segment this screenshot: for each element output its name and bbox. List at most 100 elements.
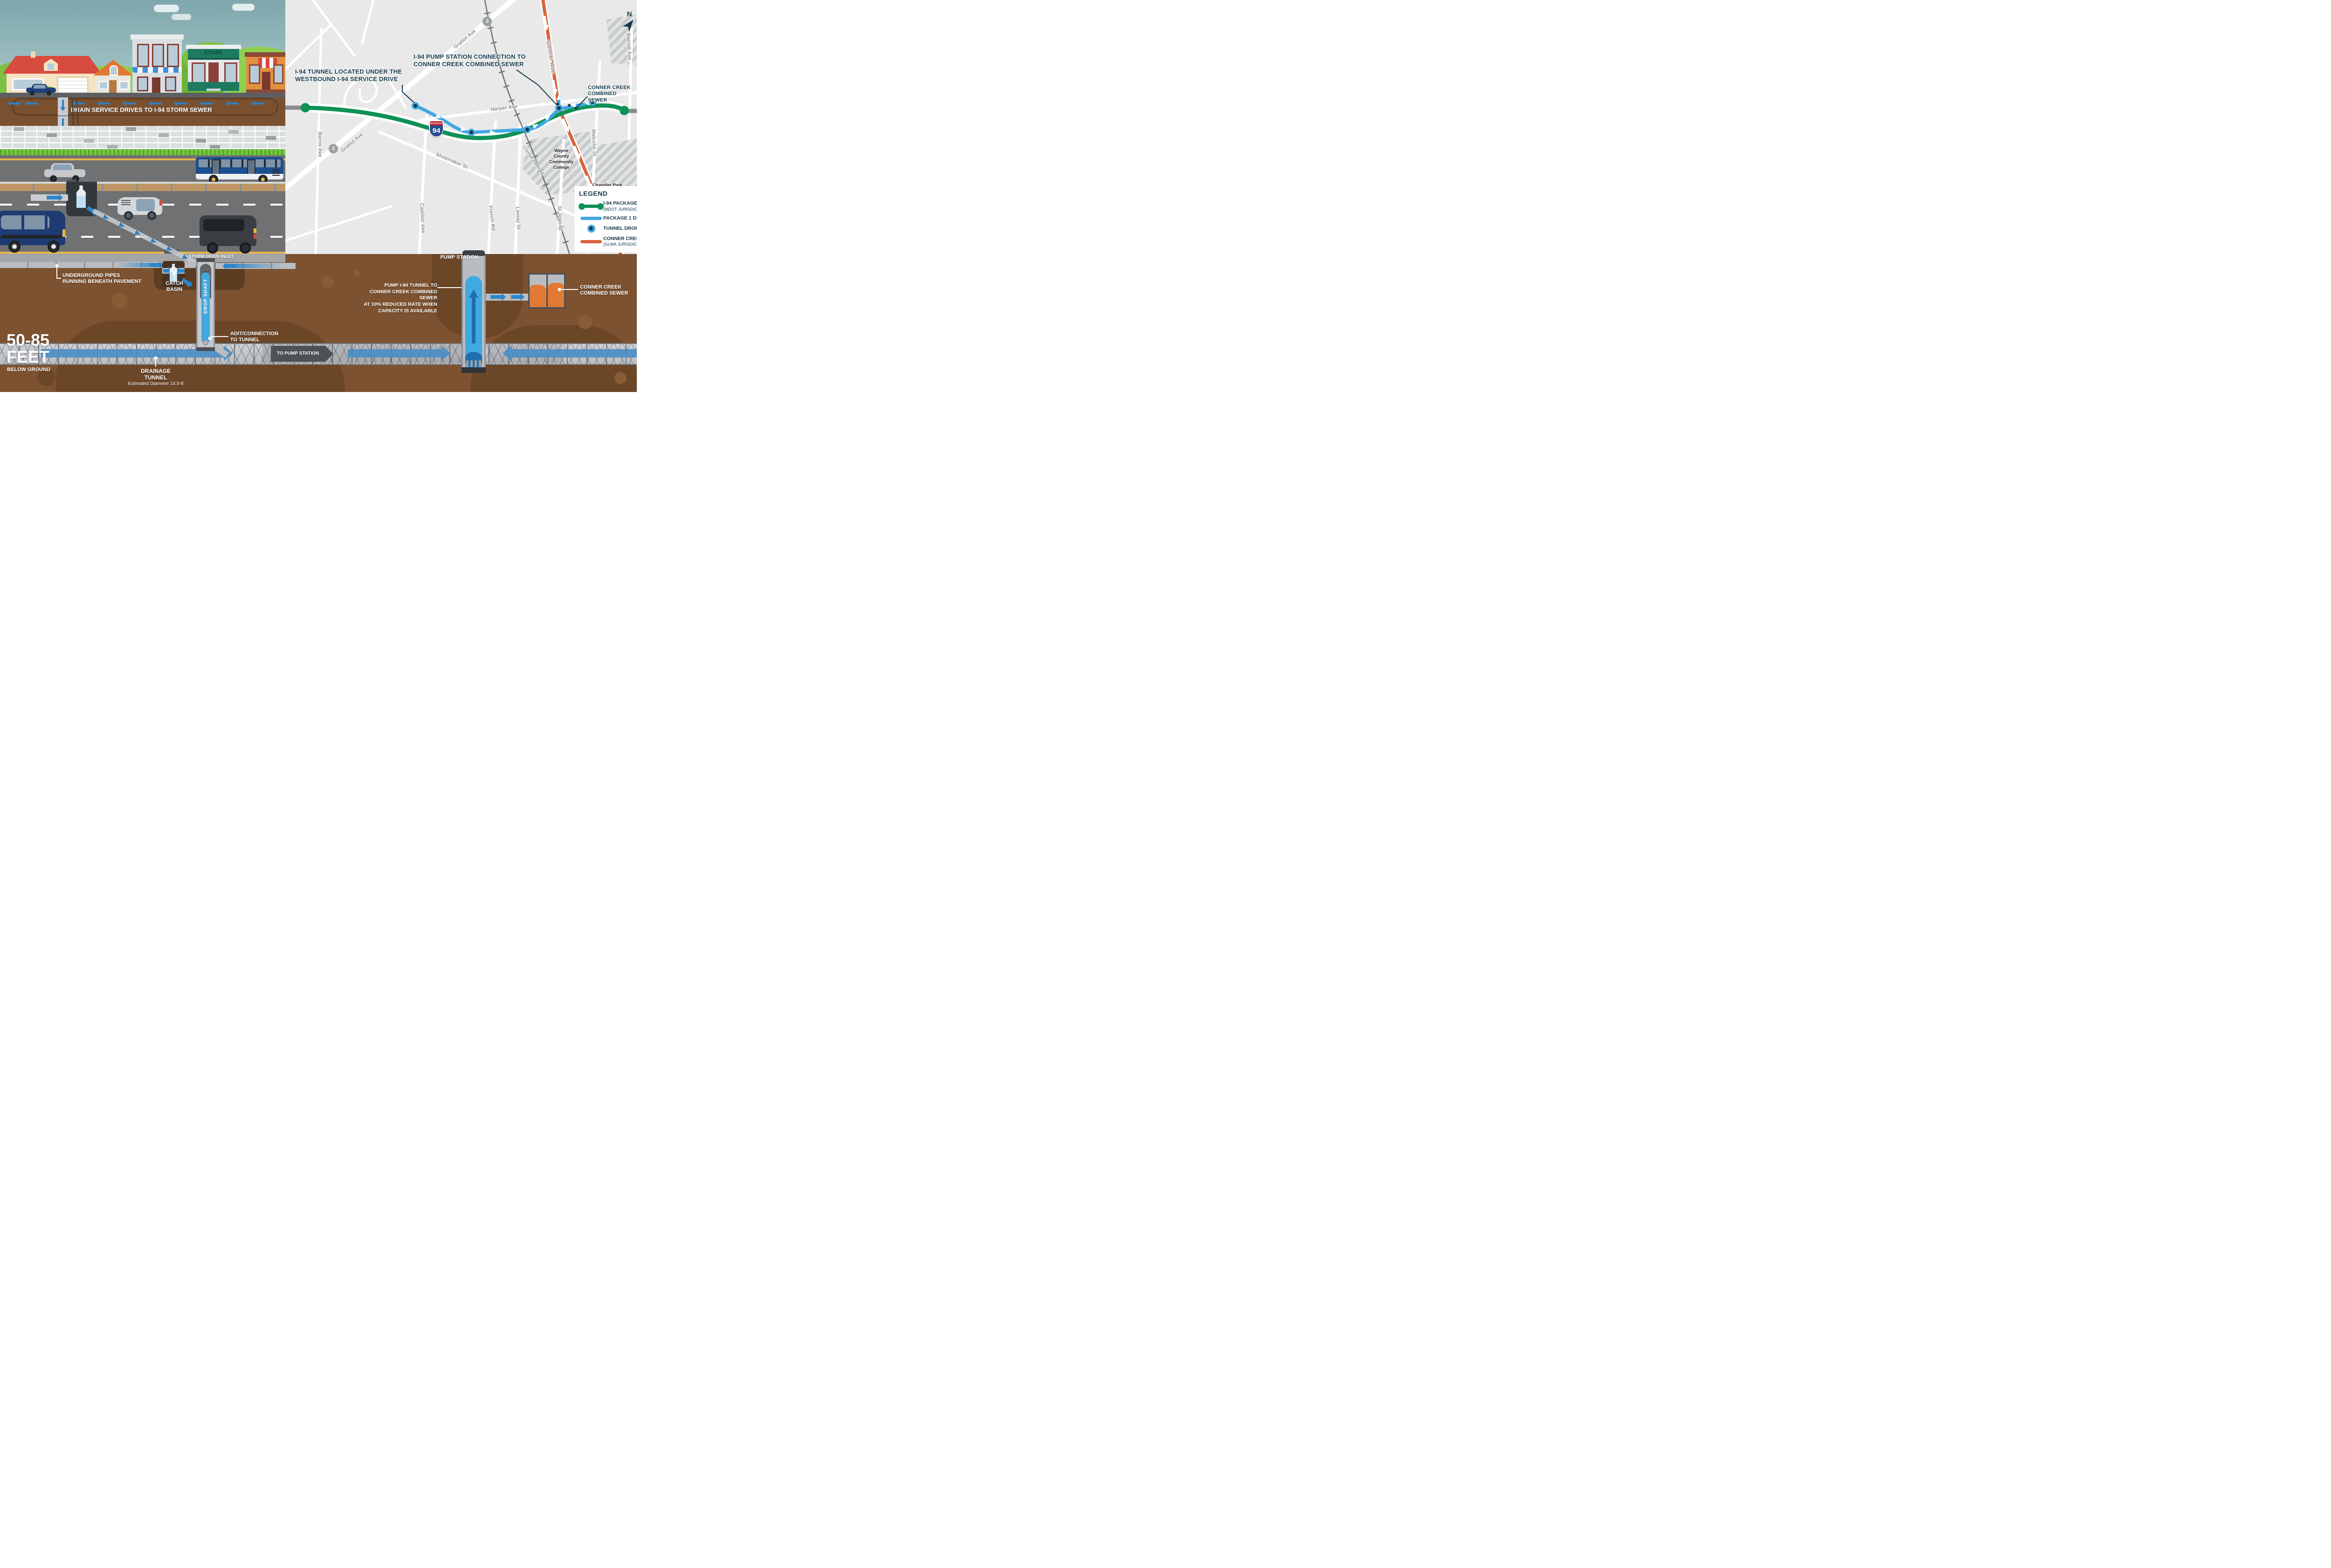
window	[165, 76, 176, 91]
pump-outlet-pipe	[485, 294, 530, 301]
wheel	[240, 242, 251, 254]
conner-sewer-label: CONNER CREEK COMBINED SEWER	[580, 284, 628, 296]
pump-internals	[465, 352, 482, 363]
tunnel-flow-arrows	[435, 94, 590, 135]
tunnel-flow-arrow-west	[41, 345, 233, 361]
legend-item-drop-shaft: TUNNEL DROP SHAFT	[579, 224, 637, 233]
window-tall	[152, 44, 164, 67]
pipe-arrow	[150, 261, 164, 269]
street-label-malcolm: Malcolm St	[590, 129, 598, 157]
pump-up-arrow-bar	[472, 297, 476, 344]
bus-grille	[272, 169, 280, 176]
bus-windows	[199, 159, 281, 167]
window	[99, 81, 108, 89]
legend-swatch-green-line	[579, 203, 604, 210]
callout-pump-connection: I-94 PUMP STATION CONNECTION TO CONNER C…	[414, 53, 526, 68]
wheel-hub	[51, 244, 56, 249]
flow-arrow	[251, 101, 264, 106]
legend-sublabel: (MDOT JURISDICTION)	[603, 206, 637, 212]
wheel	[124, 211, 133, 220]
i94-project-limits-line	[305, 103, 626, 140]
legend-item-conner-sewer: CONNER CREEK COMBINED SEWER (GLWA JURISD…	[579, 236, 637, 248]
depth-unit: FEET	[7, 347, 50, 366]
flow-arrow	[7, 101, 21, 106]
pump-up-arrow-head	[469, 289, 478, 298]
tunnel-flow-arrow-mid	[348, 345, 450, 361]
door	[262, 72, 270, 89]
catch-basin-label: CATCH BASIN	[166, 281, 183, 293]
van-windows	[203, 219, 244, 231]
pump-water-column	[465, 276, 482, 367]
smart-car	[117, 193, 162, 220]
legend-title: LEGEND	[579, 190, 608, 197]
adit-label: ADIT/CONNECTION TO TUNNEL	[230, 331, 278, 343]
wheel	[30, 91, 34, 96]
flow-arrow	[174, 101, 187, 106]
legend-item-project-limits: I-94 PACKAGE 1 PROJECT LIMITS (MDOT JURI…	[579, 200, 637, 212]
cloud	[154, 5, 179, 12]
earth-speckle	[353, 269, 360, 276]
earth-speckle	[578, 315, 592, 329]
railroad-line	[484, 0, 571, 256]
earth-background	[0, 254, 637, 392]
grass-strip	[0, 149, 285, 155]
tank-divider	[546, 275, 548, 307]
window-tall	[137, 44, 149, 67]
place-label-college: Wayne County Community College	[549, 148, 574, 170]
pump-casing	[462, 255, 486, 369]
earth-blob	[470, 325, 637, 392]
window-tall	[192, 62, 206, 84]
pipe-arrow	[222, 262, 236, 270]
pipe-arrow	[181, 278, 190, 285]
legend-swatch-blue-line	[580, 216, 602, 220]
interstate-94-shield: INTERSTATE 94	[429, 120, 444, 138]
earth-speckle	[322, 276, 334, 288]
cornice	[131, 34, 184, 39]
wheel	[50, 175, 57, 182]
legend-label: CONNER CREEK COMBINED SEWER	[603, 235, 637, 241]
shoulder	[0, 254, 285, 262]
shaft-inlet-hole	[203, 271, 208, 277]
bottle-water	[170, 272, 177, 282]
project-map: I-94 TUNNEL LOCATED UNDER THE WESTBOUND …	[285, 0, 637, 256]
drop-shaft: DROP SHAFT	[196, 258, 215, 351]
blue-sedan	[26, 84, 56, 96]
upper-street	[0, 93, 285, 97]
door	[152, 77, 160, 93]
drainage-tunnel-label: DRAINAGE TUNNEL	[140, 368, 171, 381]
route-badge-3-lower: 3	[329, 144, 338, 153]
legend-sublabel: (GLWA JURISDICTION)	[603, 242, 637, 247]
shop-orange	[245, 52, 285, 93]
wheel	[147, 211, 156, 220]
drain-service-label: DRAIN SERVICE DRIVES TO I-94 STORM SEWER	[71, 106, 212, 113]
storm-drain-grate-lower	[164, 250, 179, 254]
street-illustration: STORE	[0, 0, 285, 262]
pipe-arrow	[175, 267, 185, 275]
adit-hole	[203, 340, 208, 345]
drop-shaft-label: DROP SHAFT	[203, 279, 208, 314]
tunnel-shaded-segment	[488, 344, 562, 363]
legend-panel: LEGEND I-94 PACKAGE 1 PROJECT LIMITS (MD…	[574, 186, 637, 253]
tunnel-shaded-segment	[262, 344, 465, 363]
to-pump-station-arrow: TO PUMP STATION	[271, 345, 333, 362]
bottle-litter	[76, 186, 86, 208]
street-label-lemay: Lemay St	[514, 206, 522, 230]
street-label-burns: Burns Ave	[317, 131, 323, 158]
storm-drain-grate-upper	[67, 179, 76, 183]
legend-swatch-orange-line	[580, 240, 602, 243]
north-arrow-icon	[622, 19, 634, 32]
tail-light	[159, 200, 162, 206]
car-body	[44, 169, 85, 177]
pipe-down-arrow	[60, 100, 66, 111]
pipe-arrow	[490, 293, 506, 301]
car-vents	[121, 200, 131, 206]
flow-arrow	[200, 101, 213, 106]
tank-orange-fill	[530, 285, 546, 307]
city-bus	[196, 157, 283, 184]
storm-drain-inlet-lower-label: ← STORM DRAIN INLET	[183, 249, 234, 260]
dormer-glass	[48, 63, 54, 70]
pipe-arrow	[47, 194, 63, 201]
window	[137, 76, 148, 91]
store-base	[188, 82, 239, 91]
dirt-loop-outline	[12, 98, 278, 116]
